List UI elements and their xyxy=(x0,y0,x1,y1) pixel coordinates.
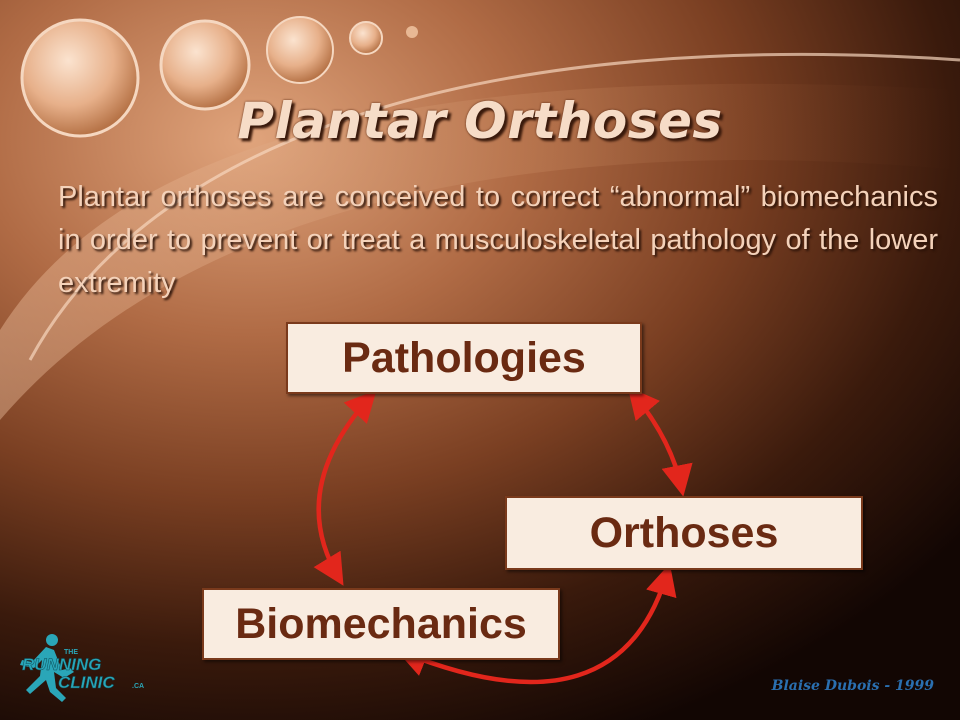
swoosh-band xyxy=(0,83,960,420)
swoosh-line xyxy=(28,52,960,361)
logo-suffix: .CA xyxy=(132,683,144,690)
decor-circle-5 xyxy=(406,26,418,38)
runner-icon xyxy=(20,634,74,702)
slide-body-text: Plantar orthoses are conceived to correc… xyxy=(58,181,938,299)
logo-line1: RUNNING xyxy=(22,655,101,674)
arrow-pathologies-biomechanics xyxy=(313,390,377,586)
arrow-orthoses-biomechanics xyxy=(395,563,677,685)
arrow-pathologies-orthoses xyxy=(627,386,693,497)
footer-credit: Blaise Dubois - 1999 xyxy=(771,678,934,694)
running-clinic-logo: THE RUNNING CLINIC .CA xyxy=(20,634,144,702)
node-biomechanics: Biomechanics xyxy=(202,588,560,660)
decor-circle-2 xyxy=(159,19,251,111)
slide-title: Plantar Orthoses xyxy=(237,92,723,150)
decor-circle-1 xyxy=(20,18,140,138)
logo-top-text: THE xyxy=(64,649,78,656)
decor-circle-3 xyxy=(266,16,334,84)
decor-circle-4 xyxy=(349,21,383,55)
node-orthoses: Orthoses xyxy=(505,496,863,570)
node-pathologies: Pathologies xyxy=(286,322,642,394)
logo-line2: CLINIC xyxy=(58,673,115,692)
